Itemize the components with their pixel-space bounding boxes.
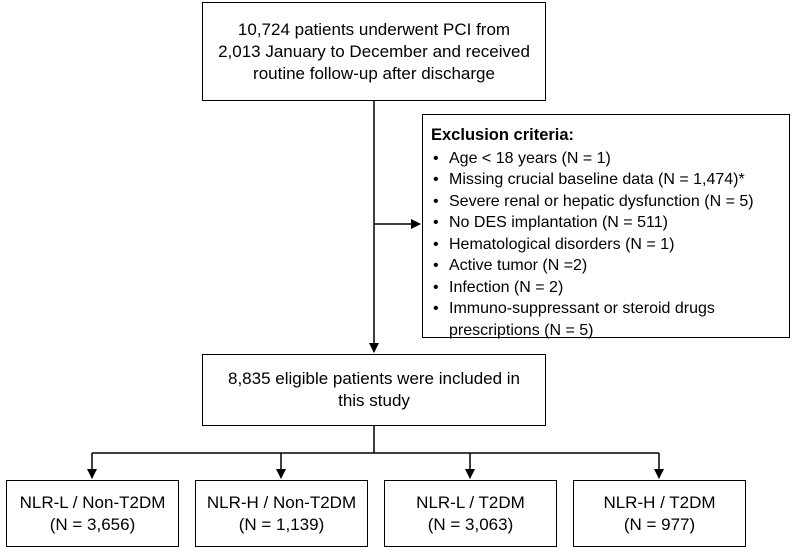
exclusion-item: Immuno-suppressant or steroid drugs pres… [431, 298, 781, 341]
enrolled-line-1: 10,724 patients underwent PCI from [237, 19, 511, 39]
group-box-nlr-h-t2dm: NLR-H / T2DM (N = 977) [573, 480, 746, 547]
exclusion-criteria-box: Exclusion criteria: Age < 18 years (N = … [422, 114, 790, 339]
group-count: (N = 977) [623, 514, 696, 534]
exclusion-item: Active tumor (N =2) [431, 255, 781, 277]
eligible-line-1: 8,835 eligible patients were included in [227, 369, 521, 388]
enrolled-line-2: 2,013 January to December and received [218, 41, 530, 61]
group-count: (N = 3,656) [49, 514, 136, 534]
exclusion-list: Age < 18 years (N = 1) Missing crucial b… [431, 148, 781, 342]
enrolled-line-3: routine follow-up after discharge [253, 63, 495, 83]
exclusion-item: Missing crucial baseline data (N = 1,474… [431, 169, 781, 191]
group-box-nlr-h-non-t2dm: NLR-H / Non-T2DM (N = 1,139) [195, 480, 368, 547]
exclusion-title: Exclusion criteria: [431, 126, 575, 144]
exclusion-item: Age < 18 years (N = 1) [431, 148, 781, 170]
eligible-patients-box: 8,835 eligible patients were included in… [202, 354, 546, 426]
group-label: NLR-H / T2DM [603, 492, 716, 512]
group-box-nlr-l-t2dm: NLR-L / T2DM (N = 3,063) [384, 480, 557, 547]
group-label: NLR-L / T2DM [416, 492, 525, 512]
exclusion-item: Hematological disorders (N = 1) [431, 234, 781, 256]
group-count: (N = 1,139) [238, 514, 325, 534]
exclusion-item: Infection (N = 2) [431, 277, 781, 299]
group-label: NLR-H / Non-T2DM [206, 492, 357, 512]
exclusion-item: No DES implantation (N = 511) [431, 212, 781, 234]
group-box-nlr-l-non-t2dm: NLR-L / Non-T2DM (N = 3,656) [6, 480, 179, 547]
group-count: (N = 3,063) [427, 514, 514, 534]
exclusion-item: Severe renal or hepatic dysfunction (N =… [431, 191, 781, 213]
enrolled-patients-box: 10,724 patients underwent PCI from 2,013… [202, 2, 546, 101]
group-label: NLR-L / Non-T2DM [19, 492, 166, 512]
eligible-line-2: this study [338, 391, 410, 410]
